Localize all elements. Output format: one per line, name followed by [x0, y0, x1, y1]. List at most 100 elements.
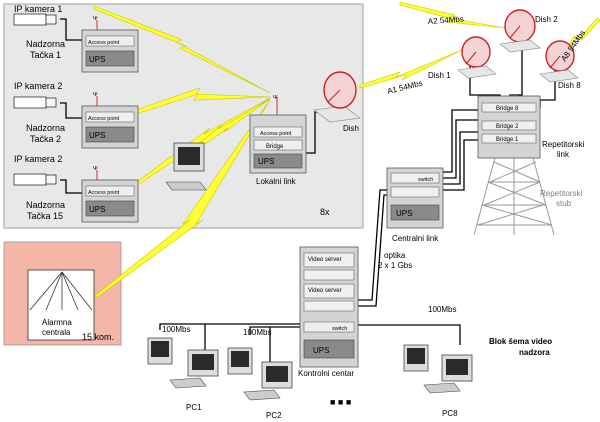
repeater-link-rack: Bridge 8 Bridge 2 Bridge 1: [477, 95, 541, 159]
switch-unit: [303, 321, 355, 333]
pc8-label: PC8: [442, 409, 458, 418]
keyboard-icon: [243, 389, 281, 401]
pc2-label: PC2: [266, 411, 282, 420]
workstation-pc1: PC1: [147, 337, 219, 412]
dish-1-label: Dish 1: [428, 71, 451, 80]
ups-label: UPS: [89, 205, 105, 214]
ups-label: UPS: [258, 157, 274, 166]
monitor-screen: [178, 147, 200, 165]
dish-2-label: Dish 2: [535, 15, 558, 24]
video-server-unit: [303, 283, 355, 299]
control-centre-rack: Video server Video server switch UPS: [299, 246, 359, 368]
site-2-label-line2: Tačka 2: [30, 134, 61, 144]
camera-3-label: IP kamera 2: [14, 154, 62, 164]
repeater-stub-label-line1: Repetitorski: [540, 189, 582, 198]
video-server-label: Video server: [308, 257, 342, 263]
wireless-link-site2: [129, 87, 271, 117]
count-15: 15 kom.: [82, 332, 114, 342]
control-centre-label: Kontrolni centar: [298, 369, 354, 378]
bridge-2-label: Bridge 2: [496, 124, 519, 130]
dish-8: Dish 8: [539, 40, 581, 90]
site-2: IP kamera 2 Nadzorna Tačka 2 Ψ Access po…: [13, 81, 139, 149]
ellipsis: ■ ■ ■: [330, 397, 351, 407]
speed-label-pc2: 100Mbs: [243, 328, 271, 337]
wireless-link-a2: [399, 1, 506, 29]
link-a2-label: A2 54Mbs: [428, 15, 465, 26]
switch-unit: [390, 186, 440, 198]
access-point-unit: [85, 35, 135, 47]
alarm-box: [27, 269, 95, 341]
keyboard-icon: [423, 382, 461, 394]
local-link-label: Lokalni link: [256, 177, 297, 186]
ups-label: UPS: [89, 55, 105, 64]
bridge-1-label: Bridge 1: [496, 137, 519, 143]
dish-2: Dish 2: [499, 9, 558, 53]
camera-icon: [13, 96, 47, 109]
switch-label: switch: [332, 326, 347, 332]
site-3-label-line2: Tačka 15: [27, 211, 63, 221]
ups-unit: [253, 153, 303, 169]
speed-label-pc8: 100Mbs: [428, 305, 456, 314]
access-point-unit: [85, 185, 135, 197]
pc1-label: PC1: [186, 403, 202, 412]
access-point-label: Access point: [88, 116, 120, 122]
camera-2-label: IP kamera 2: [14, 81, 62, 91]
server-unit: [303, 269, 355, 281]
access-point-unit: [85, 111, 135, 123]
dish-8-label: Dish 8: [558, 81, 581, 90]
camera-lens-icon: [45, 14, 57, 25]
operator-pc: [165, 142, 207, 191]
camera-icon: [13, 173, 47, 186]
antenna-icon: Ψ: [93, 16, 98, 22]
ups-unit: [303, 339, 355, 359]
bridge-unit: [253, 139, 303, 151]
repeater-link-label-line2: link: [557, 150, 570, 159]
access-point-label: Access point: [88, 40, 120, 46]
workstation-pc8: PC8: [403, 344, 473, 418]
keyboard-icon: [165, 181, 207, 191]
site-3: IP kamera 2 Nadzorna Tačka 15 Ψ Access p…: [13, 154, 139, 223]
antenna-icon: Ψ: [93, 92, 98, 98]
local-dish: Dish: [313, 71, 361, 133]
workstation-pc2: PC2: [227, 347, 293, 420]
central-link-label: Centralni link: [392, 234, 439, 243]
bridge-2-unit: [481, 120, 537, 131]
wireless-link-alarm: [95, 99, 271, 299]
bridge-label: Bridge: [266, 144, 284, 150]
diagram-title-line1: Blok šema video: [489, 337, 552, 346]
alarm-label-line1: Alarmna: [42, 318, 72, 327]
dish-feed: [327, 89, 341, 103]
fiber-label-line1: optika: [384, 251, 406, 260]
camera-icon: [13, 13, 47, 26]
camera-lens-icon: [45, 174, 57, 185]
site-2-label-line1: Nadzorna: [26, 123, 65, 133]
count-8x: 8x: [320, 207, 330, 217]
wireless-links: [93, 1, 600, 299]
ups-unit: [85, 50, 135, 67]
site-1-label-line2: Tačka 1: [30, 50, 61, 60]
bridge-1-unit: [481, 133, 537, 144]
repeater-link-label-line1: Repetitorski: [542, 140, 584, 149]
bridge-8-label: Bridge 8: [496, 106, 519, 112]
dish-label: Dish: [343, 124, 359, 133]
central-link-rack: switch UPS Centralni link: [386, 167, 444, 243]
ups-label: UPS: [396, 209, 412, 218]
local-link-rack: Ψ Access point Bridge UPS Lokalni link: [249, 95, 307, 186]
camera-lens-icon: [45, 97, 57, 108]
wireless-link-a1: [359, 49, 463, 89]
antenna-icon: Ψ: [93, 166, 98, 172]
alarm-central: Alarmna centrala: [27, 269, 95, 341]
ups-unit: [85, 126, 135, 143]
access-point-label: Access point: [88, 190, 120, 196]
video-server-label: Video server: [308, 288, 342, 294]
access-point-unit: [253, 126, 303, 138]
fiber-label-line2: 2 x 1 Gbs: [378, 261, 412, 270]
switch-label: switch: [418, 177, 433, 183]
link-a1-label: A1 54Mbs: [386, 78, 423, 95]
site-1: IP kamera 1 Nadzorna Tačka 1 Ψ Access po…: [13, 4, 139, 73]
alarm-label-line2: centrala: [42, 328, 71, 337]
speed-label-pc1: 100Mbs: [162, 325, 190, 334]
wireless-link-site1: [93, 5, 271, 94]
video-server-unit: [303, 252, 355, 268]
